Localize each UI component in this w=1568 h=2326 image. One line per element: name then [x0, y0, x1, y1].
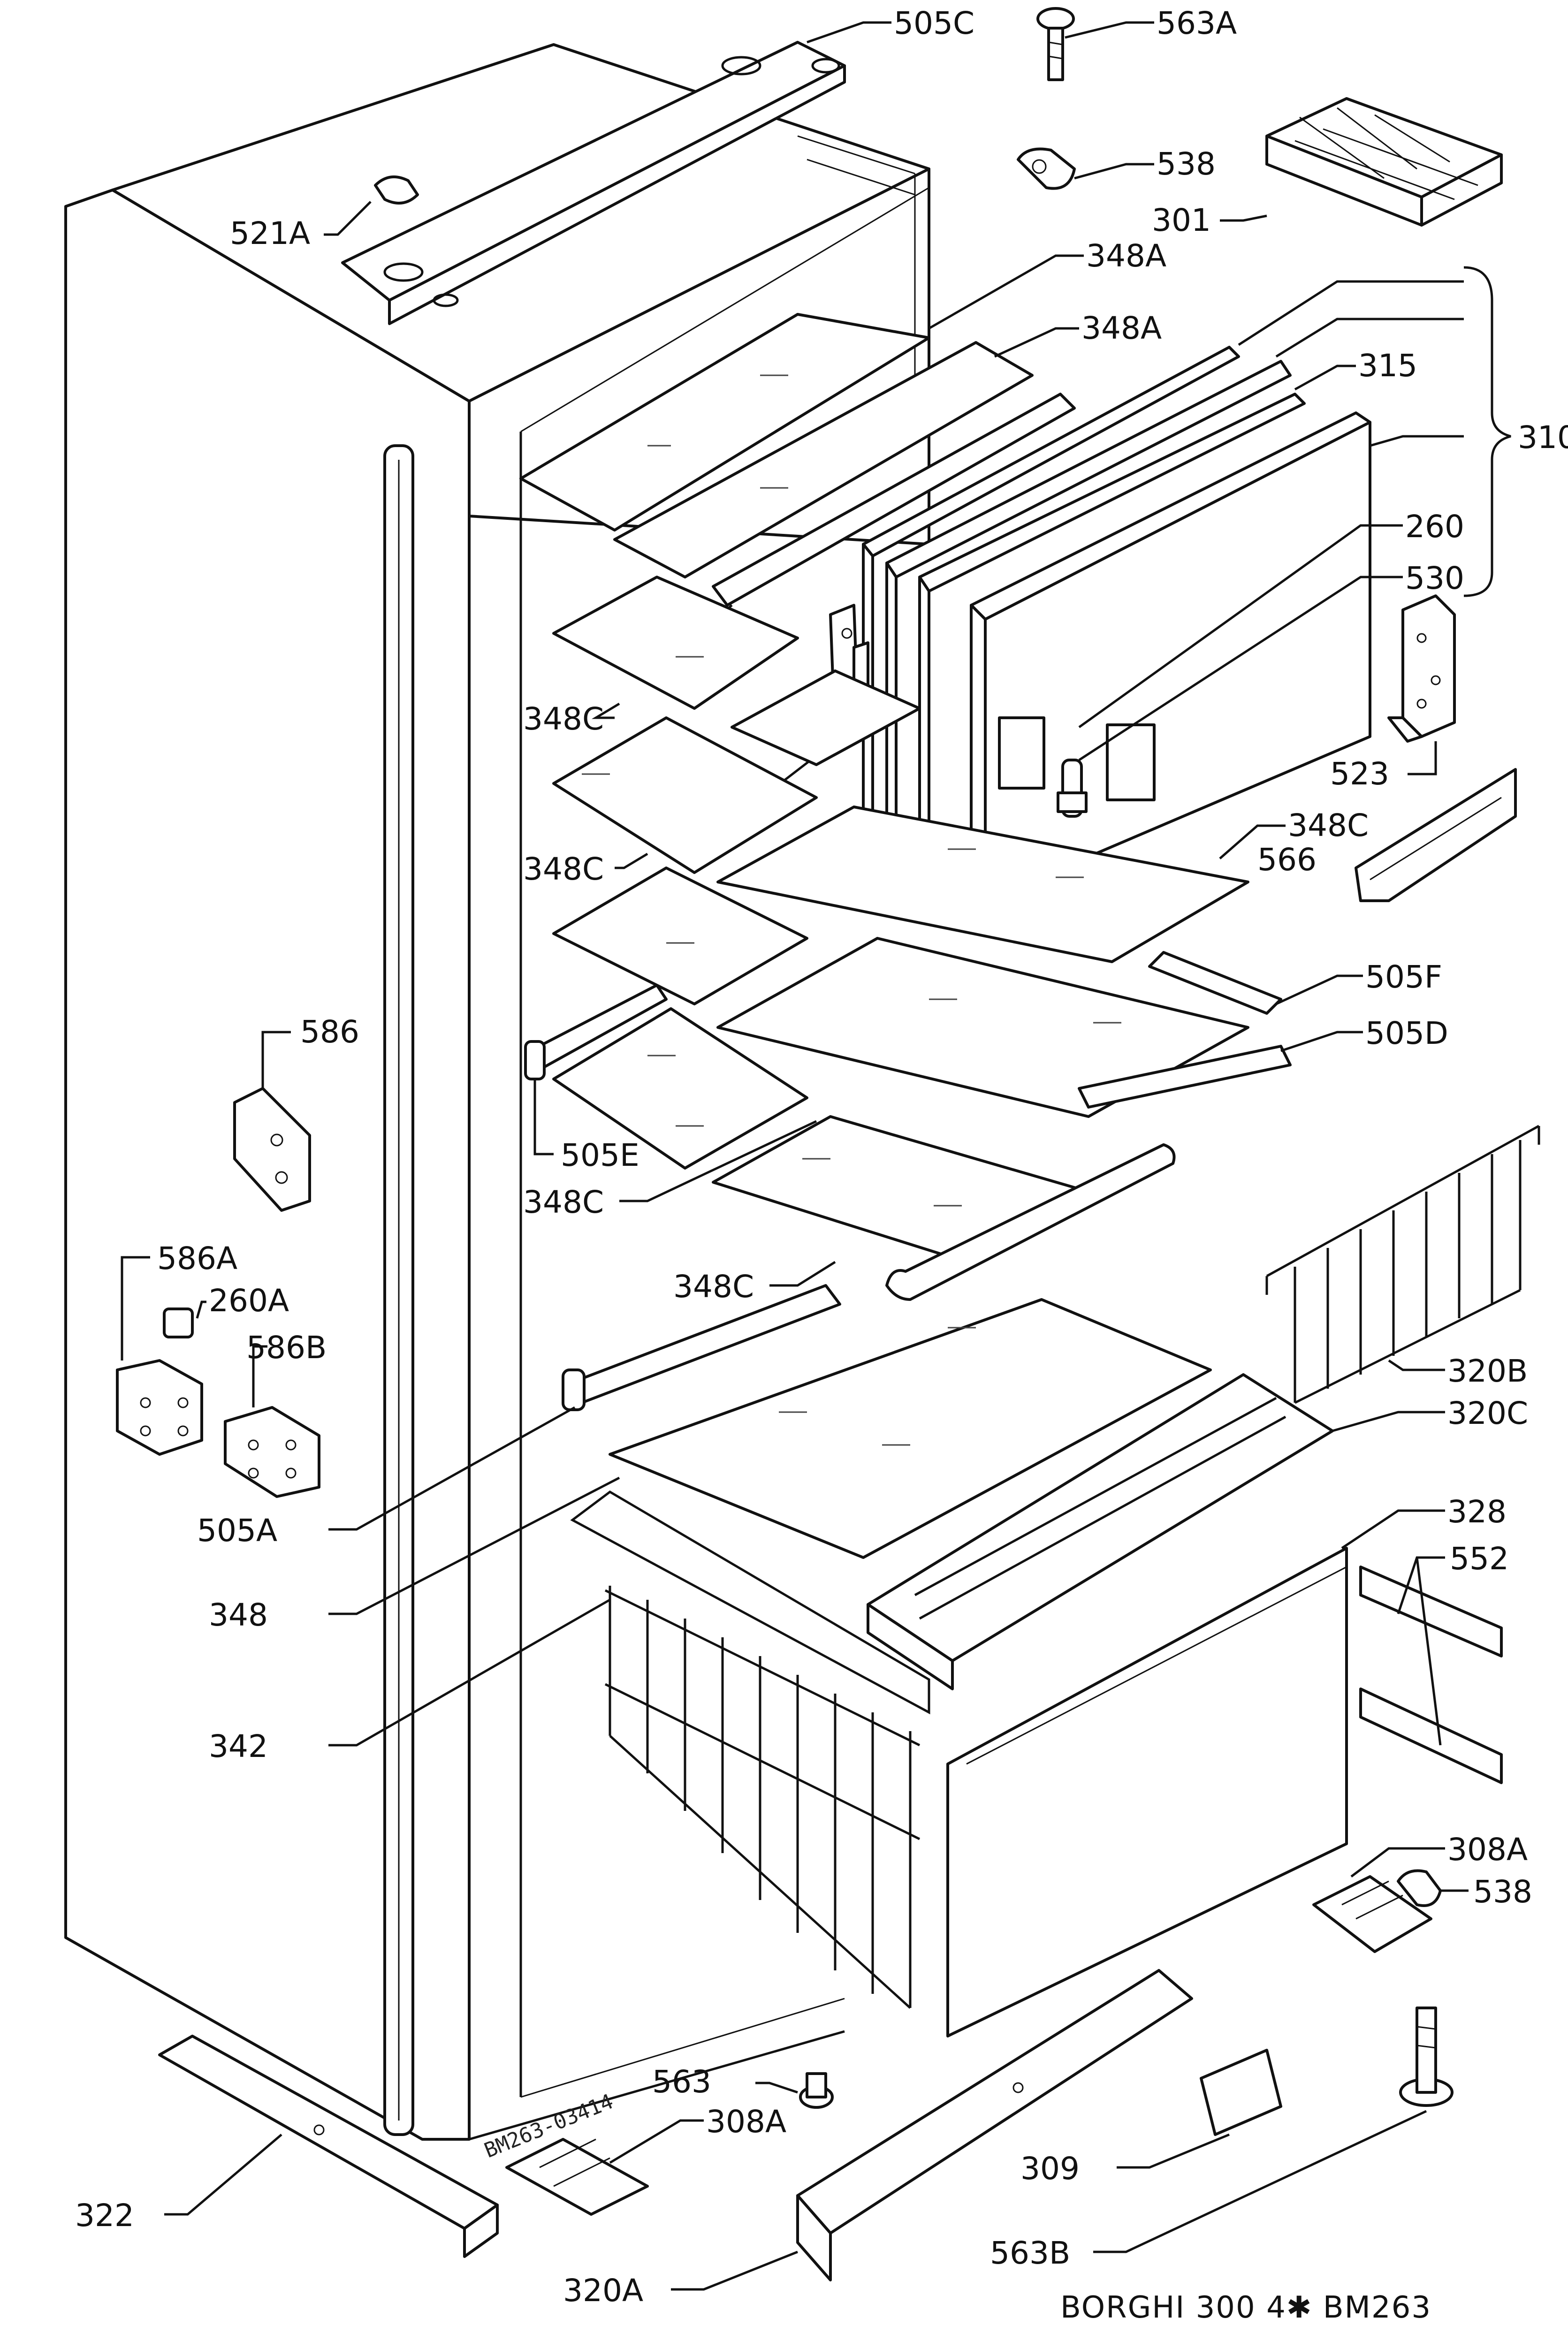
label-538-right: 538 [1473, 1874, 1532, 1910]
ice-cube-tray-301 [1265, 97, 1503, 227]
label-320B: 320B [1447, 1353, 1528, 1389]
freezer-door-panel-315 [918, 393, 1306, 865]
glass-shelf-348C-2 [731, 669, 921, 766]
door-gasket-505B [383, 444, 414, 2136]
glass-shelf-348C-4 [716, 806, 1249, 963]
top-hinge-bar-505C [341, 41, 846, 325]
label-320A: 320A [563, 2273, 643, 2309]
glass-shelf-348C-8 [712, 1115, 1090, 1263]
shelf-rail-505 [712, 393, 1076, 607]
label-348C-4: 348C [523, 1184, 604, 1220]
label-505F: 505F [1365, 959, 1442, 995]
label-328: 328 [1447, 1494, 1507, 1530]
freezer-top-shelf-348 [609, 1298, 1212, 1559]
label-566: 566 [1257, 842, 1317, 878]
glass-shelf-348A-1 [519, 313, 930, 532]
label-348C-3: 348C [1288, 807, 1369, 844]
plug-521A [374, 175, 419, 205]
label-348C-1: 348C [523, 701, 604, 737]
shelf-rail-505F [1148, 951, 1282, 1015]
label-538-top: 538 [1157, 146, 1216, 182]
label-309: 309 [1020, 2151, 1080, 2187]
label-521A: 521A [230, 215, 310, 251]
label-308A-right: 308A [1447, 1832, 1528, 1868]
label-523: 523 [1330, 756, 1389, 792]
label-310: 310 [1518, 419, 1568, 456]
shelf-rail-lower [885, 1143, 1176, 1301]
door-bracket-586A [116, 1359, 203, 1456]
label-586A: 586A [157, 1240, 237, 1277]
label-530: 530 [1405, 560, 1464, 596]
label-505A: 505A [197, 1513, 277, 1549]
clip-260A [163, 1307, 194, 1338]
door-bracket-586B [224, 1406, 320, 1498]
hinge-308A-bottom [505, 2138, 649, 2216]
label-563B: 563B [990, 2235, 1070, 2271]
shelf-rail-505D [1078, 1045, 1292, 1109]
label-505D: 505D [1365, 1015, 1448, 1051]
label-260A: 260A [209, 1283, 289, 1319]
label-505C: 505C [894, 5, 974, 41]
hinge-308A-right [1312, 1875, 1432, 1953]
drawer-runner-552-upper [1359, 1566, 1503, 1657]
label-260: 260 [1405, 509, 1464, 545]
label-348A-2: 348A [1081, 310, 1162, 346]
label-342: 342 [209, 1728, 268, 1764]
drawer-front-328 [946, 1547, 1348, 2037]
label-348C-2: 348C [523, 851, 604, 887]
drawing-reference: BORGHI 300 4✱ BM263 [1060, 2290, 1431, 2325]
label-301: 301 [1152, 202, 1211, 238]
glass-shelf-348C-7 [552, 1007, 808, 1170]
screw-563B [1399, 2007, 1454, 2107]
label-552: 552 [1450, 1541, 1509, 1577]
label-348A-1: 348A [1086, 238, 1166, 274]
hinge-pin-538-top [1017, 147, 1076, 190]
door-latch-530 [1057, 759, 1088, 818]
label-348C-5: 348C [673, 1269, 754, 1305]
glass-shelf-348A-2 [613, 341, 1034, 578]
label-505E: 505E [561, 1137, 639, 1173]
freezer-basket-342 [570, 1490, 930, 2009]
glass-shelf-348C-3 [552, 716, 818, 874]
label-586: 586 [300, 1014, 359, 1050]
label-563A: 563A [1157, 5, 1237, 41]
nut-563 [799, 2072, 834, 2109]
label-563: 563 [652, 2064, 711, 2100]
label-586B: 586B [246, 1330, 327, 1366]
glass-shelf-348C-6 [716, 937, 1249, 1118]
drawer-runner-552-lower [1359, 1687, 1503, 1784]
label-315: 315 [1358, 348, 1417, 384]
bottom-rail-322 [158, 2035, 499, 2258]
wire-rack-320B [1265, 1125, 1540, 1404]
bottom-rail-320A [796, 1969, 1193, 2281]
shelf-rail-505A [562, 1284, 841, 1411]
screw-563A [1036, 7, 1075, 81]
label-320C: 320C [1447, 1395, 1528, 1431]
label-348: 348 [209, 1597, 268, 1633]
glass-shelf-348C-1 [552, 576, 799, 710]
hinge-bracket-523 [1387, 594, 1456, 743]
foot-309 [1200, 2049, 1282, 2136]
glass-shelf-348C-5 [552, 867, 808, 1005]
door-handle-566 [1355, 768, 1517, 902]
label-308A-bottom: 308A [706, 2104, 786, 2140]
label-322: 322 [75, 2197, 134, 2234]
